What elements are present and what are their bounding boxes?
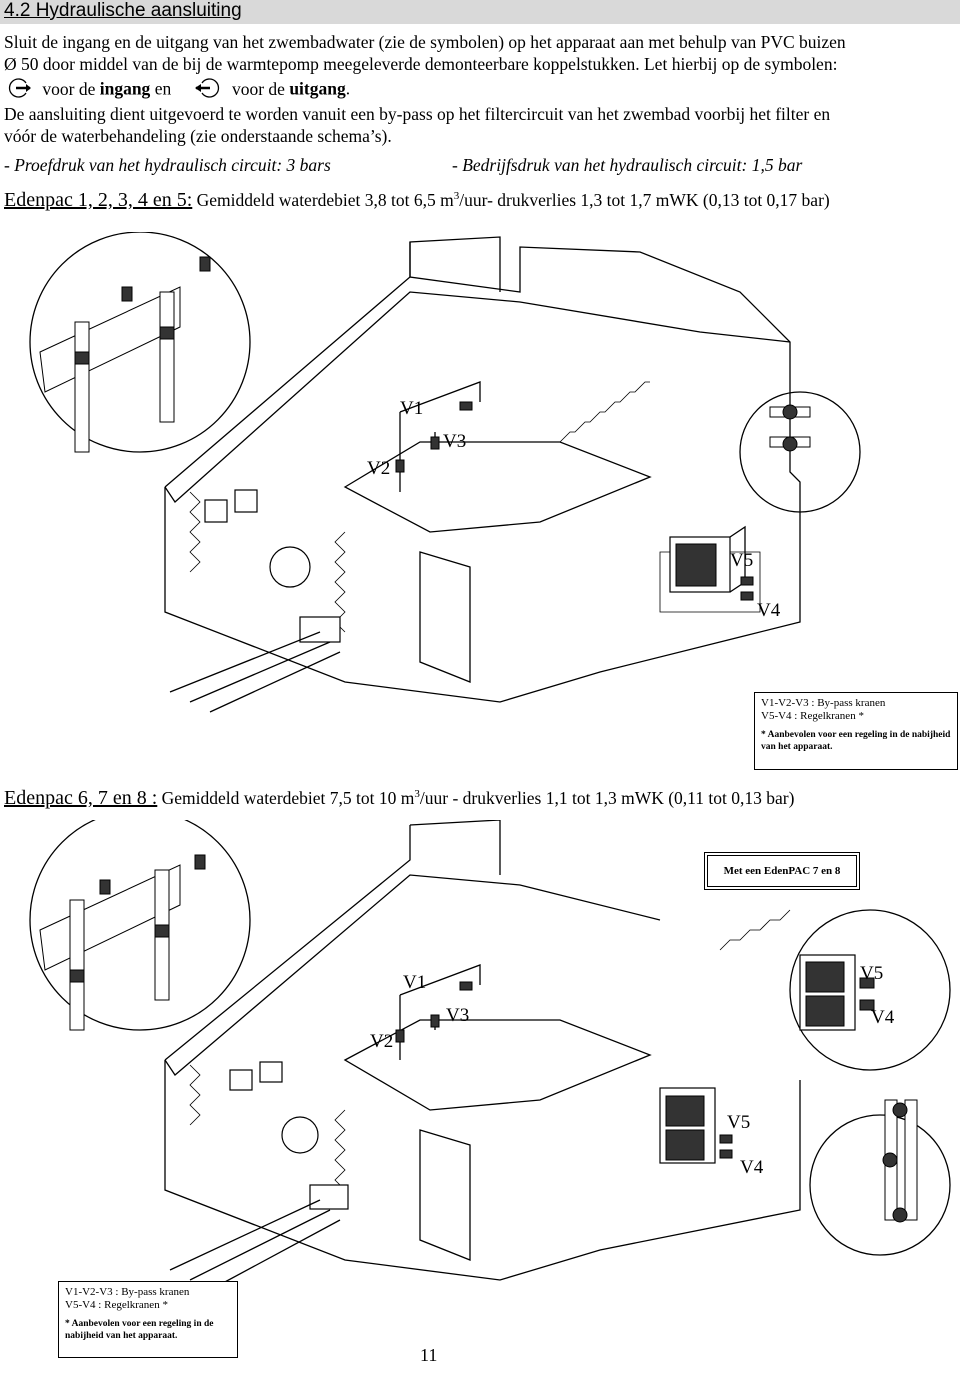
diagram2-legend-line1: V1-V2-V3 : By-pass kranen [65, 1286, 190, 1298]
diagram2-label-v2: V2 [370, 1031, 393, 1052]
outlet-text-a: voor de [231, 78, 290, 99]
diagram1-legend-note: * Aanbevolen voor een regeling in de nab… [761, 730, 951, 752]
diagram1-model: Edenpac 1, 2, 3, 4 en 5: [4, 189, 193, 211]
diagram2-callout: Met een EdenPAC 7 en 8 [707, 855, 857, 887]
diagram2-legend-line2: V5-V4 : Regelkranen * [65, 1299, 168, 1311]
inlet-symbol-icon [4, 76, 32, 105]
diagram1-legend-line2: V5-V4 : Regelkranen * [761, 710, 864, 722]
diagram1-legend: V1-V2-V3 : By-pass kranen V5-V4 : Regelk… [754, 692, 958, 770]
pressure-operating: - Bedrijfsdruk van het hydraulisch circu… [452, 155, 803, 175]
diagram1-heading-text-a: Gemiddeld waterdebiet 3,8 tot 6,5 m [192, 190, 454, 210]
diagram1-label-v4: V4 [757, 600, 781, 621]
section-title-bar [0, 0, 960, 24]
diagram2-label-v4: V4 [740, 1157, 764, 1178]
intro-line-1: Sluit de ingang en de uitgang van het zw… [4, 32, 846, 52]
outlet-text-b: . [345, 78, 351, 99]
intro-line-2: Ø 50 door middel van de bij de warmtepom… [4, 54, 838, 74]
diagram2-label-v4-upper: V4 [871, 1007, 895, 1028]
diagram1-label-v2: V2 [367, 458, 390, 479]
diagram2-heading: Edenpac 6, 7 en 8 : Gemiddeld waterdebie… [4, 787, 794, 810]
diagram2-pool-schematic: V1 V2 V3 V5 V4 V5 V4 [29, 820, 951, 1291]
diagram2-label-v3: V3 [446, 1005, 469, 1026]
inlet-bold: ingang [99, 78, 151, 99]
diagram2-heading-text-b: /uur - drukverlies 1,1 tot 1,3 mWK (0,11… [419, 788, 795, 808]
diagram1-pool-schematic: V1 V2 V3 V5 V4 [29, 232, 861, 713]
section-title: 4.2 Hydraulische aansluiting [4, 0, 242, 21]
diagram1-label-v3: V3 [443, 431, 466, 452]
outlet-symbol-icon [194, 76, 222, 105]
diagram2-legend: V1-V2-V3 : By-pass kranen V5-V4 : Regelk… [58, 1281, 238, 1358]
page-number: 11 [420, 1345, 438, 1365]
diagram2-label-v5: V5 [727, 1112, 750, 1133]
outlet-bold: uitgang [289, 78, 346, 99]
inlet-text-a: voor de [42, 78, 100, 99]
intro-line-5: vóór de waterbehandeling (zie onderstaan… [4, 126, 392, 146]
diagram2-legend-note: * Aanbevolen voor een regeling in de nab… [65, 1319, 214, 1341]
inlet-text-b: en [150, 78, 172, 99]
diagram2-label-v5-upper: V5 [860, 963, 883, 984]
diagram2-heading-sup: 3 [414, 788, 420, 801]
diagram1-heading-sup: 3 [453, 190, 460, 203]
intro-line-4: De aansluiting dient uitgevoerd te worde… [4, 104, 831, 124]
diagram2-model: Edenpac 6, 7 en 8 : [4, 787, 158, 809]
symbol-legend-line: voor de ingang en voor de uitgang. [4, 76, 604, 102]
diagram2-heading-text-a: Gemiddeld waterdebiet 7,5 tot 10 m [157, 788, 415, 808]
diagram1-label-v5: V5 [730, 550, 753, 571]
diagram1-heading-text-b: /uur- drukverlies 1,3 tot 1,7 mWK (0,13 … [459, 190, 830, 210]
diagram1-heading: Edenpac 1, 2, 3, 4 en 5: Gemiddeld water… [4, 189, 830, 212]
diagram1-label-v1: V1 [400, 398, 423, 419]
pressure-test: - Proefdruk van het hydraulisch circuit:… [4, 155, 331, 175]
diagram2-label-v1: V1 [403, 972, 426, 993]
diagram1-legend-line1: V1-V2-V3 : By-pass kranen [761, 697, 886, 709]
